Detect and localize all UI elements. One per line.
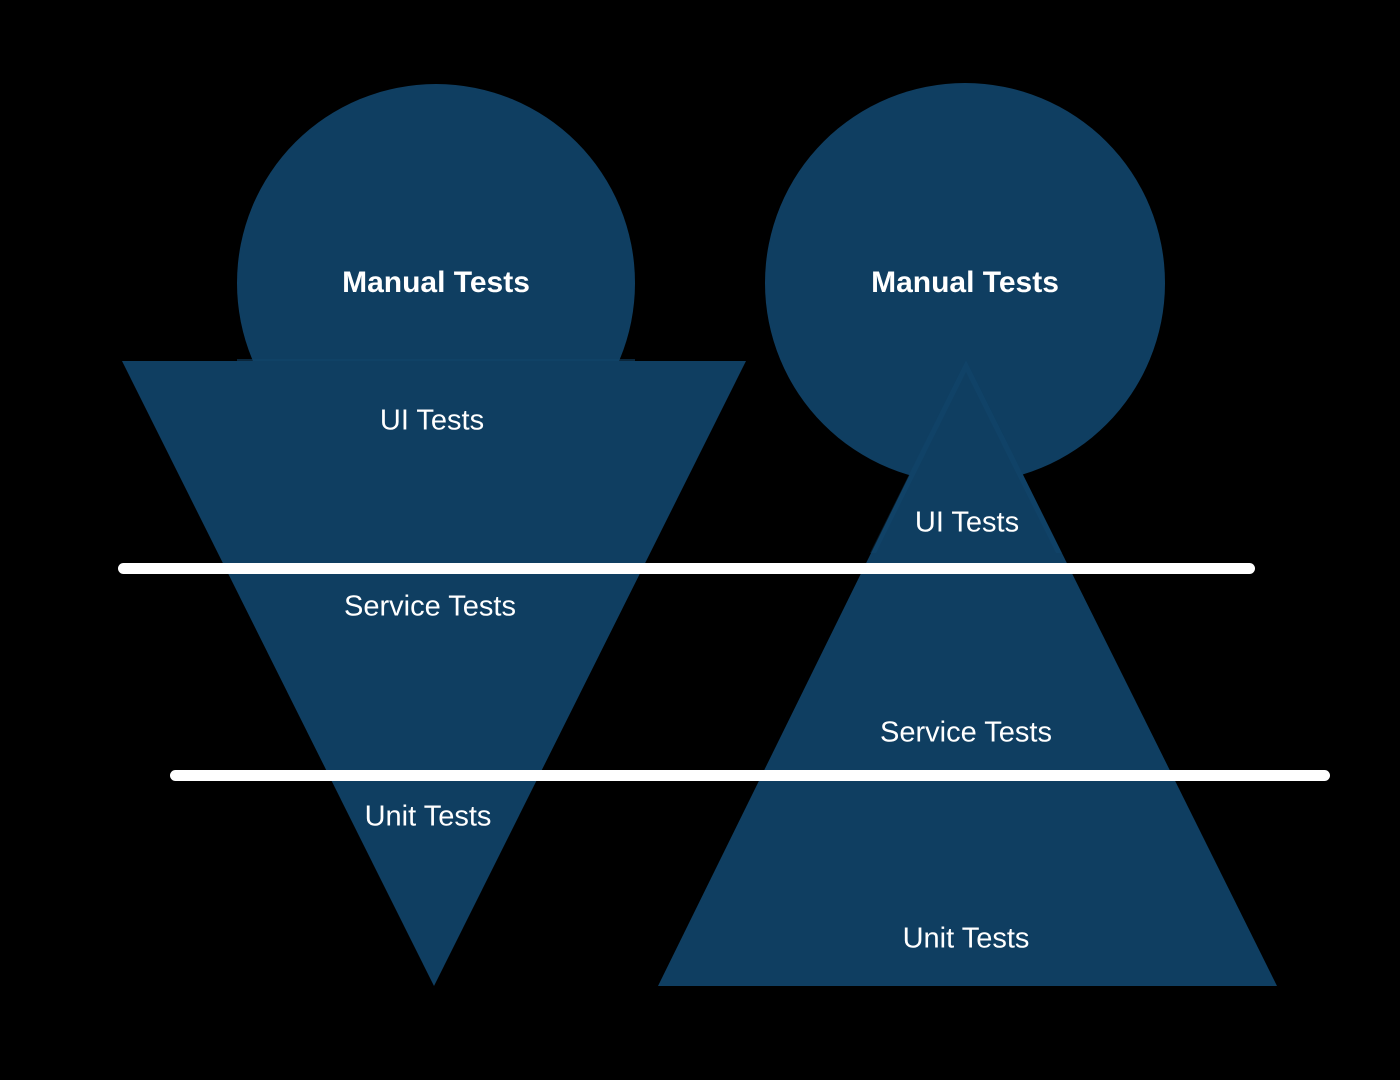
cone-layer-service[interactable] bbox=[100, 574, 780, 770]
cone-inverted-triangle-body bbox=[122, 361, 746, 986]
pyramid-layer-hit-regions bbox=[640, 83, 1300, 986]
divider-line-lower bbox=[170, 770, 1330, 781]
divider-line-upper bbox=[118, 563, 1255, 574]
pyramid-label-manual-tests: Manual Tests bbox=[871, 266, 1059, 299]
cone-label-manual-tests: Manual Tests bbox=[342, 266, 530, 299]
pyramid-label-ui-tests: UI Tests bbox=[915, 507, 1019, 539]
pyramid-layer-service[interactable] bbox=[640, 574, 1300, 770]
cone-label-unit-tests: Unit Tests bbox=[365, 801, 492, 833]
pyramid-manual-tests-circle bbox=[765, 83, 1165, 483]
pyramid-triangle-body bbox=[658, 360, 1277, 986]
pyramid-layer-unit[interactable] bbox=[640, 781, 1300, 986]
cone-layer-hit-regions bbox=[100, 84, 780, 986]
cone-layer-ui[interactable] bbox=[100, 361, 780, 568]
pyramid-label-service-tests: Service Tests bbox=[880, 717, 1052, 749]
figure-test-pyramid bbox=[658, 83, 1277, 986]
cone-label-service-tests: Service Tests bbox=[344, 591, 516, 623]
pyramid-label-unit-tests: Unit Tests bbox=[903, 923, 1030, 955]
cone-scoop-seam bbox=[237, 359, 635, 361]
cone-labels: Manual Tests UI Tests Service Tests Unit… bbox=[342, 266, 530, 833]
cone-label-ui-tests: UI Tests bbox=[380, 405, 484, 437]
pyramid-labels: Manual Tests UI Tests Service Tests Unit… bbox=[871, 266, 1059, 955]
divider-lines bbox=[118, 563, 1330, 781]
pyramid-layer-ui[interactable] bbox=[640, 360, 1300, 563]
figure-ice-cream-cone bbox=[122, 84, 746, 986]
